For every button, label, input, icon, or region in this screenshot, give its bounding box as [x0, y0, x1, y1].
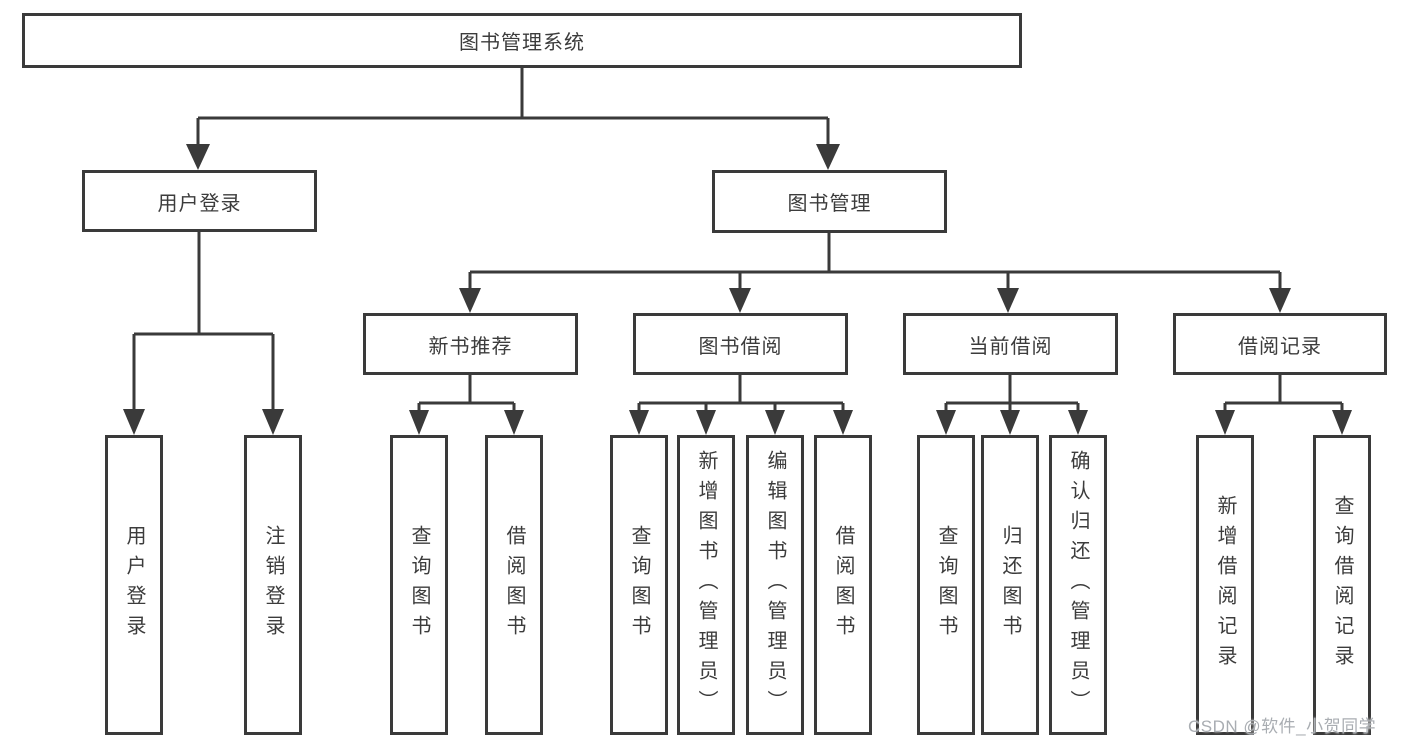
arrowhead	[186, 144, 210, 170]
leaf-label: 借阅图书	[832, 525, 854, 645]
leaf-logout: 注销登录	[244, 435, 302, 735]
arrowhead	[123, 409, 145, 435]
node-current-borrow: 当前借阅	[903, 313, 1118, 375]
node-label: 图书管理	[787, 193, 872, 215]
leaf-label: 确认归还（管理员）	[1067, 450, 1089, 720]
leaf-label: 编辑图书（管理员）	[764, 450, 786, 720]
new-book-rec-branch-connector	[409, 375, 524, 435]
arrowhead	[1332, 410, 1352, 435]
user-login-branch-connector	[123, 232, 284, 435]
leaf-confirm-return-admin: 确认归还（管理员）	[1049, 435, 1107, 735]
leaf-query-borrow-record: 查询借阅记录	[1313, 435, 1371, 735]
arrowhead	[729, 288, 751, 313]
leaf-return-book: 归还图书	[981, 435, 1039, 735]
node-label: 图书借阅	[698, 335, 783, 358]
borrow-record-branch-connector	[1215, 375, 1352, 435]
leaf-label: 用户登录	[123, 525, 145, 645]
leaf-user-login: 用户登录	[105, 435, 163, 735]
arrowhead	[1068, 410, 1088, 435]
arrowhead	[504, 410, 524, 435]
leaf-add-book-admin: 新增图书（管理员）	[677, 435, 735, 735]
root-connector	[186, 68, 840, 170]
leaf-label: 新增借阅记录	[1214, 495, 1236, 675]
leaf-query-book-borrow: 查询图书	[610, 435, 668, 735]
arrowhead	[459, 288, 481, 313]
arrowhead	[1000, 410, 1020, 435]
node-label: 用户登录	[157, 192, 242, 215]
arrowhead	[1215, 410, 1235, 435]
book-mgmt-branch-connector	[459, 233, 1291, 313]
leaf-label: 查询图书	[408, 525, 430, 645]
arrowhead	[262, 409, 284, 435]
arrowhead	[1269, 288, 1291, 313]
arrowhead	[833, 410, 853, 435]
leaf-label: 查询借阅记录	[1331, 495, 1353, 675]
arrowhead	[936, 410, 956, 435]
node-new-book-recommend: 新书推荐	[363, 313, 578, 375]
node-root-system: 图书管理系统	[22, 13, 1022, 68]
leaf-borrow-book: 借阅图书	[814, 435, 872, 735]
node-label: 图书管理系统	[459, 32, 585, 54]
arrowhead	[997, 288, 1019, 313]
leaf-label: 查询图书	[935, 525, 957, 645]
arrowhead	[409, 410, 429, 435]
node-label: 当前借阅	[968, 335, 1053, 358]
csdn-watermark: CSDN @软件_小贺同学	[1188, 717, 1377, 736]
leaf-add-borrow-record: 新增借阅记录	[1196, 435, 1254, 735]
arrowhead	[816, 144, 840, 170]
leaf-borrow-book-recommend: 借阅图书	[485, 435, 543, 735]
node-user-login: 用户登录	[82, 170, 317, 232]
arrowhead	[696, 410, 716, 435]
leaf-query-book-current: 查询图书	[917, 435, 975, 735]
leaf-label: 归还图书	[999, 525, 1021, 645]
node-label: 借阅记录	[1238, 335, 1322, 358]
leaf-query-book-recommend: 查询图书	[390, 435, 448, 735]
node-book-management: 图书管理	[712, 170, 947, 233]
current-borrow-branch-connector	[936, 375, 1088, 435]
node-borrow-record: 借阅记录	[1173, 313, 1387, 375]
leaf-label: 借阅图书	[503, 525, 525, 645]
leaf-label: 注销登录	[262, 525, 284, 645]
node-label: 新书推荐	[428, 335, 513, 358]
arrowhead	[765, 410, 785, 435]
arrowhead	[629, 410, 649, 435]
leaf-label: 查询图书	[628, 525, 650, 645]
leaf-edit-book-admin: 编辑图书（管理员）	[746, 435, 804, 735]
node-book-borrow: 图书借阅	[633, 313, 848, 375]
leaf-label: 新增图书（管理员）	[695, 450, 717, 720]
book-borrow-branch-connector	[629, 375, 853, 435]
